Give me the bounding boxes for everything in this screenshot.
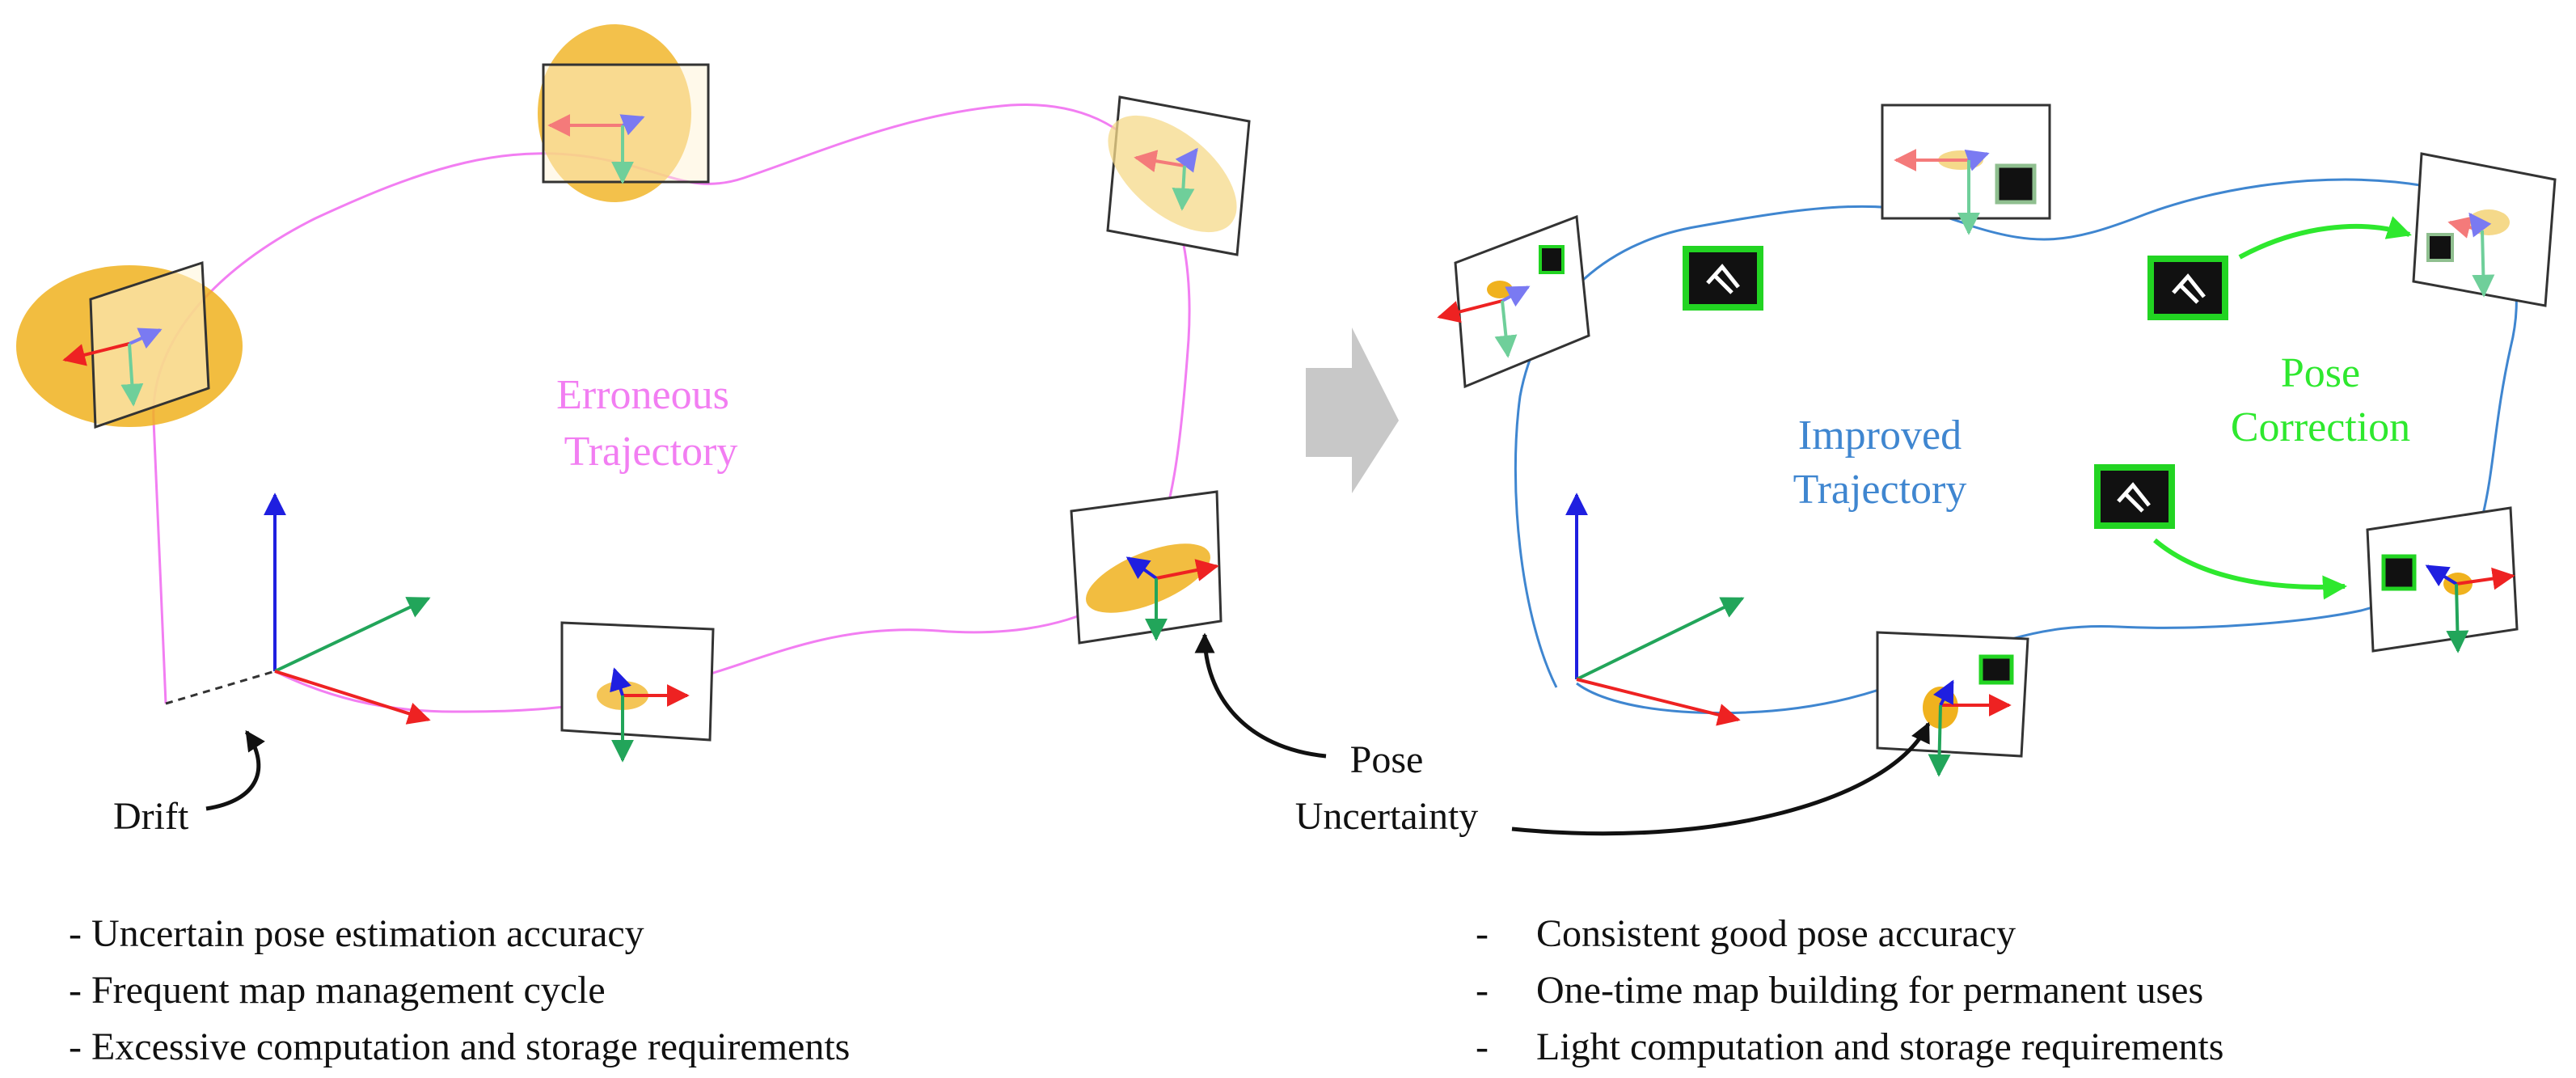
drift-gap-line — [165, 670, 276, 705]
drift-label: Drift — [113, 795, 189, 838]
camera-pose-3 — [1106, 95, 1251, 256]
camera-pose-5 — [1070, 490, 1223, 645]
transition-arrow — [1306, 328, 1399, 493]
right-bullet-marker: - — [1476, 912, 1489, 955]
world-axes-left — [264, 492, 431, 725]
correction-label-line1: Pose — [2281, 350, 2360, 396]
left-bullet-item: - Uncertain pose estimation accuracy — [69, 912, 644, 955]
left-bullet-item: - Excessive computation and storage requ… — [69, 1025, 850, 1068]
landmark-marker-1 — [1683, 246, 1763, 311]
right-bullet-item: Light computation and storage requiremen… — [1536, 1025, 2223, 1068]
pose-correction-arrow-bottom — [2153, 538, 2347, 600]
left-panel: Erroneous Trajectory Drift — [16, 24, 1251, 838]
correction-label-line2: Correction — [2231, 404, 2410, 450]
camera-pose-r2 — [1881, 104, 2051, 235]
pose-uncertainty-annotation: Pose Uncertainty — [1194, 632, 1931, 838]
left-bullet-list: - Uncertain pose estimation accuracy - F… — [69, 912, 850, 1068]
landmark-marker-2 — [2147, 256, 2228, 320]
landmark-marker-3 — [2094, 464, 2175, 529]
pose-correction-arrow-top — [2238, 216, 2412, 260]
camera-pose-2 — [538, 24, 710, 202]
erroneous-label-line2: Trajectory — [564, 429, 738, 475]
uncertainty-label-line1: Pose — [1350, 738, 1424, 781]
right-panel: Improved Trajectory Pose Correction — [1437, 104, 2557, 777]
right-bullet-item: Consistent good pose accuracy — [1536, 912, 2016, 955]
camera-pose-r5 — [1876, 631, 2029, 777]
erroneous-label-line1: Erroneous — [556, 372, 729, 418]
left-bullet-item: - Frequent map management cycle — [69, 969, 606, 1012]
drift-pointer-arrow — [205, 729, 265, 811]
uncertainty-label-line2: Uncertainty — [1295, 795, 1479, 838]
improved-label-line1: Improved — [1798, 412, 1962, 459]
right-bullet-item: One-time map building for permanent uses — [1536, 969, 2203, 1012]
camera-pose-r1 — [1437, 214, 1590, 389]
world-axes-right — [1565, 492, 1745, 726]
right-bullet-list: - Consistent good pose accuracy - One-ti… — [1476, 912, 2223, 1068]
right-bullet-marker: - — [1476, 969, 1489, 1012]
right-bullet-marker: - — [1476, 1025, 1489, 1068]
uncertainty-pointer-left — [1194, 632, 1327, 759]
camera-pose-1 — [16, 260, 243, 429]
camera-pose-r4 — [2366, 506, 2519, 653]
camera-pose-r3 — [2412, 152, 2557, 307]
improved-label-line2: Trajectory — [1793, 467, 1967, 513]
camera-pose-4 — [560, 621, 715, 763]
uncertainty-pointer-right — [1511, 721, 1931, 836]
